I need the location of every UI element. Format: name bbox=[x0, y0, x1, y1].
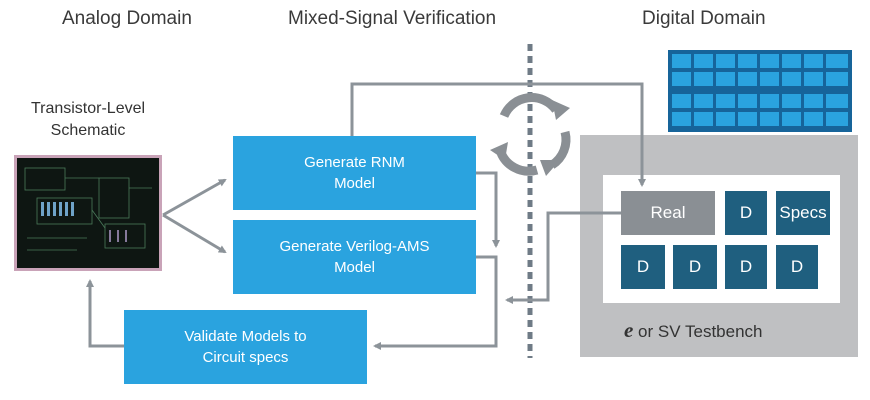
sync-arrowheads bbox=[490, 100, 570, 176]
real-block: Real bbox=[621, 191, 715, 235]
e-language-mark: e bbox=[624, 318, 634, 342]
d-block: D bbox=[776, 245, 818, 289]
server-rack-icon bbox=[668, 50, 852, 132]
testbench-label-text: or SV Testbench bbox=[633, 322, 763, 341]
digital-domain-heading: Digital Domain bbox=[642, 8, 766, 29]
mixed-signal-heading: Mixed-Signal Verification bbox=[288, 8, 497, 29]
analog-domain-heading: Analog Domain bbox=[62, 8, 192, 29]
generate-verilog-ams-model-box: Generate Verilog-AMS Model bbox=[233, 220, 476, 294]
schematic-to-rnm-arrow bbox=[162, 178, 227, 217]
rnm-to-real-arrow bbox=[350, 82, 646, 187]
testbench-label: e or SV Testbench bbox=[624, 318, 762, 343]
schematic-label: Transistor-Level Schematic bbox=[30, 100, 146, 139]
schematic-to-ams-arrow bbox=[162, 213, 227, 254]
rnm-output-arrow bbox=[476, 171, 500, 248]
testbench-feedback-arrow bbox=[505, 211, 621, 304]
validate-to-schematic-arrow bbox=[86, 279, 124, 348]
schematic-drawing bbox=[24, 167, 152, 251]
generate-rnm-model-box: Generate RNM Model bbox=[233, 136, 476, 210]
d-block: D bbox=[621, 245, 665, 289]
d-block: D bbox=[725, 245, 767, 289]
validate-models-box: Validate Models to Circuit specs bbox=[124, 310, 367, 384]
specs-block: Specs bbox=[776, 191, 830, 235]
d-block: D bbox=[673, 245, 717, 289]
ams-to-validate-arrow bbox=[373, 255, 498, 350]
schematic-thumbnail bbox=[14, 155, 162, 271]
d-block: D bbox=[725, 191, 767, 235]
